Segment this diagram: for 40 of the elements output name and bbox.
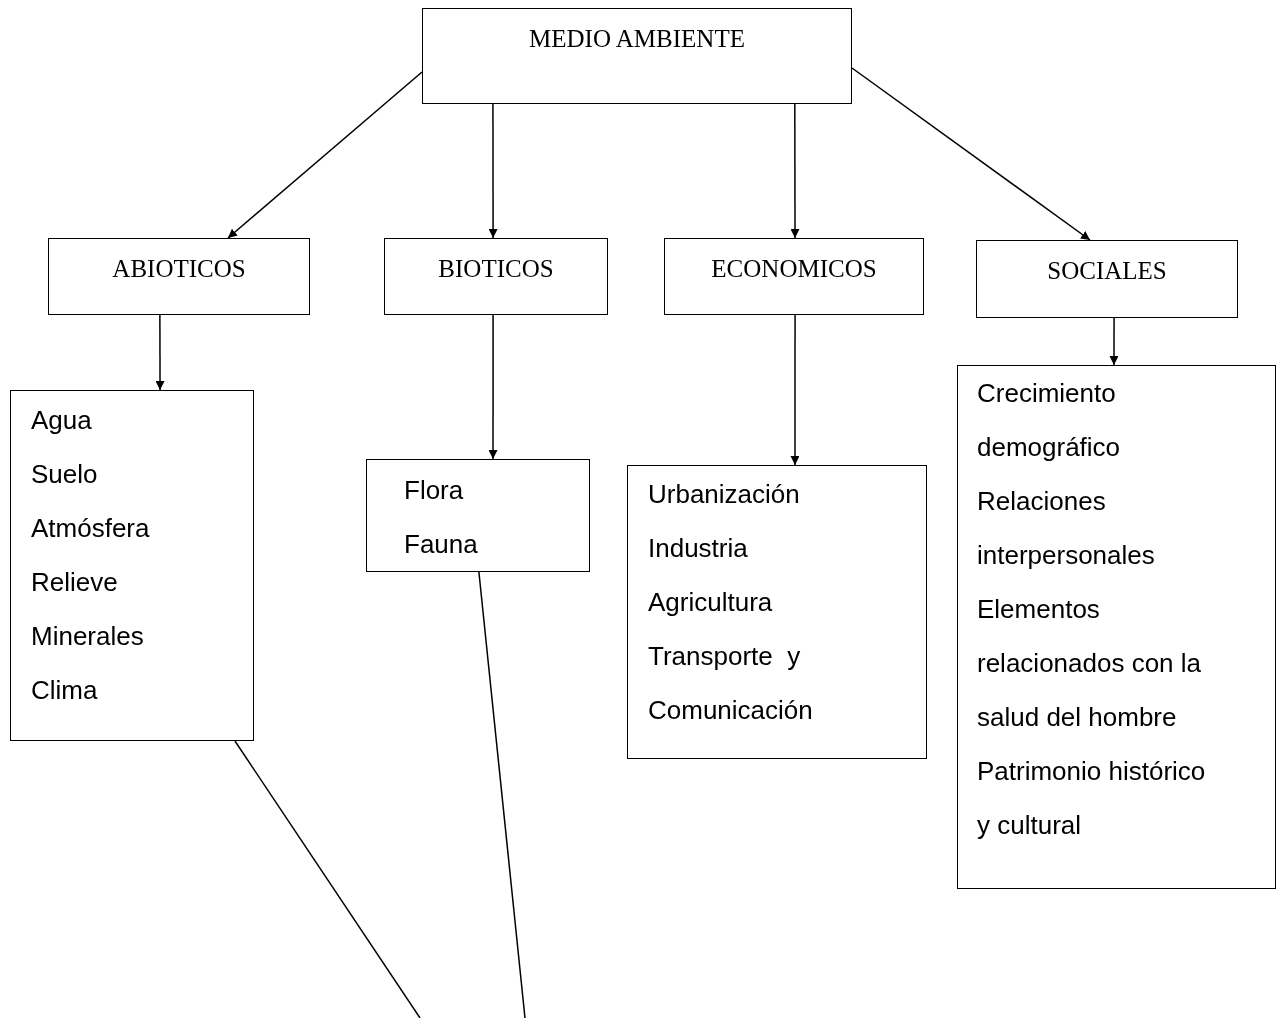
list-box (627, 465, 927, 759)
list-item: Crecimiento demográfico (977, 377, 1122, 464)
category-box (976, 240, 1238, 318)
category-label: SOCIALES (1047, 257, 1167, 285)
list-item: Suelo (31, 458, 98, 491)
list-item: Relaciones interpersonales (977, 485, 1156, 572)
list-item: Minerales (31, 620, 144, 653)
category-label: ABIOTICOS (112, 255, 246, 283)
arrow (488, 103, 498, 239)
arrow (1109, 317, 1119, 366)
category-label: BIOTICOS (438, 255, 554, 283)
list-item: Relieve (31, 566, 118, 599)
connector-line (478, 571, 526, 1018)
list-item: Fauna (404, 528, 478, 561)
list-item: Agua (31, 404, 92, 437)
category-box (48, 238, 310, 315)
category-box (384, 238, 608, 315)
list-box (366, 459, 590, 572)
list-item: Transporte y Comunicación (648, 640, 814, 727)
arrow (790, 103, 800, 239)
category-box (664, 238, 924, 315)
arrow (790, 314, 800, 466)
list-item: Urbanización (648, 478, 800, 511)
list-box (10, 390, 254, 741)
list-item: Agricultura (648, 586, 773, 619)
arrow (488, 314, 498, 460)
category-box (422, 8, 852, 104)
list-item: Industria (648, 532, 748, 565)
list-item: Atmósfera (31, 512, 150, 545)
list-item: Patrimonio histórico y cultural (977, 755, 1207, 842)
list-box (957, 365, 1276, 889)
category-label: MEDIO AMBIENTE (529, 25, 745, 53)
category-label: ECONOMICOS (711, 255, 877, 283)
arrow (227, 71, 423, 239)
list-item: Flora (404, 474, 464, 507)
arrow (155, 314, 165, 391)
list-item: Clima (31, 674, 98, 707)
connector-line (234, 740, 421, 1018)
arrow (851, 67, 1091, 241)
list-item: Elementos relacionados con la salud del hombre (977, 593, 1203, 734)
